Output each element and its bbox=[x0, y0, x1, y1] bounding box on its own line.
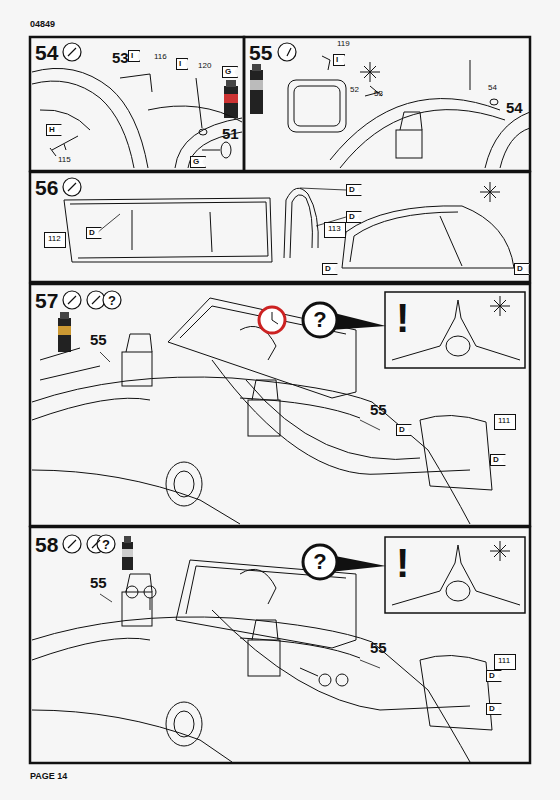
decal-flag: D bbox=[86, 227, 102, 239]
decal-flag: D bbox=[490, 454, 506, 466]
callout-number: 55 bbox=[370, 402, 387, 417]
part-number: 119 bbox=[337, 40, 350, 48]
fuselage-nose bbox=[32, 68, 242, 168]
hint-symbol: ? bbox=[310, 551, 330, 573]
part-number: 112 bbox=[48, 234, 61, 243]
part-number: 115 bbox=[58, 156, 71, 164]
paint-bottle bbox=[58, 64, 263, 570]
hint-bubble bbox=[303, 303, 386, 337]
cockpit-frame bbox=[288, 56, 530, 168]
part-number: 111 bbox=[498, 656, 510, 665]
step-number: 56 bbox=[35, 177, 58, 198]
leader-line bbox=[98, 188, 346, 232]
decal-flag: D bbox=[322, 263, 338, 275]
part-number-box: 113 bbox=[324, 222, 346, 238]
decal-flag: D bbox=[346, 184, 362, 196]
decal-flag: I bbox=[176, 58, 188, 70]
step-number: 57 bbox=[35, 290, 58, 311]
part-number-box: 112 bbox=[44, 232, 66, 248]
leader-line bbox=[100, 352, 380, 668]
step-panel bbox=[30, 172, 530, 282]
aircraft-fuselage bbox=[32, 292, 525, 524]
callout-number: 53 bbox=[112, 50, 129, 65]
decal-flag: D bbox=[486, 670, 502, 682]
hint-symbol: ? bbox=[106, 294, 118, 307]
callout-number: 55 bbox=[90, 332, 107, 347]
decal-flag: D bbox=[396, 424, 412, 436]
part-number: 120 bbox=[198, 62, 211, 70]
part-number: 113 bbox=[328, 224, 341, 233]
part-number-box: 111 bbox=[494, 654, 516, 670]
callout-number: 54 bbox=[506, 100, 523, 115]
hint-symbol: ? bbox=[310, 309, 330, 331]
decal-flag: I bbox=[128, 50, 140, 62]
decal-flag: H bbox=[46, 124, 62, 136]
decal-flag: D bbox=[514, 263, 530, 275]
callout-number: 51 bbox=[222, 126, 239, 141]
callout-number: 55 bbox=[90, 575, 107, 590]
part-number: 116 bbox=[154, 53, 167, 61]
decal-flag: I bbox=[333, 54, 345, 66]
clock-icon bbox=[259, 307, 285, 333]
step-panel bbox=[30, 284, 530, 526]
hint-icon bbox=[103, 291, 121, 309]
step-number: 55 bbox=[249, 42, 272, 63]
page-number: PAGE 14 bbox=[30, 772, 67, 781]
step-number: 54 bbox=[35, 42, 58, 63]
hint-icon bbox=[97, 535, 115, 553]
part-number: 111 bbox=[498, 416, 510, 425]
catalog-number: 04849 bbox=[30, 20, 55, 29]
callout-number: 55 bbox=[370, 640, 387, 655]
attention-mark: ! bbox=[396, 543, 409, 583]
step-panel bbox=[30, 527, 530, 763]
part-number: 53 bbox=[374, 90, 383, 98]
part-number: 52 bbox=[350, 86, 359, 94]
step-panel bbox=[30, 37, 244, 171]
step-panel bbox=[244, 37, 530, 171]
part-number-box: 111 bbox=[494, 414, 516, 430]
attention-mark: ! bbox=[396, 298, 409, 338]
hint-bubble bbox=[303, 545, 386, 579]
decal-flag: G bbox=[222, 66, 238, 78]
glue-icon bbox=[278, 43, 296, 61]
decal-flag: D bbox=[346, 211, 362, 223]
canopy-parts bbox=[64, 182, 514, 268]
decal-flag: G bbox=[190, 156, 206, 168]
step-number: 58 bbox=[35, 534, 58, 555]
decal-flag: D bbox=[486, 703, 502, 715]
part-number: 54 bbox=[488, 84, 497, 92]
hint-symbol: ? bbox=[100, 538, 112, 551]
aircraft-fuselage bbox=[32, 537, 525, 762]
